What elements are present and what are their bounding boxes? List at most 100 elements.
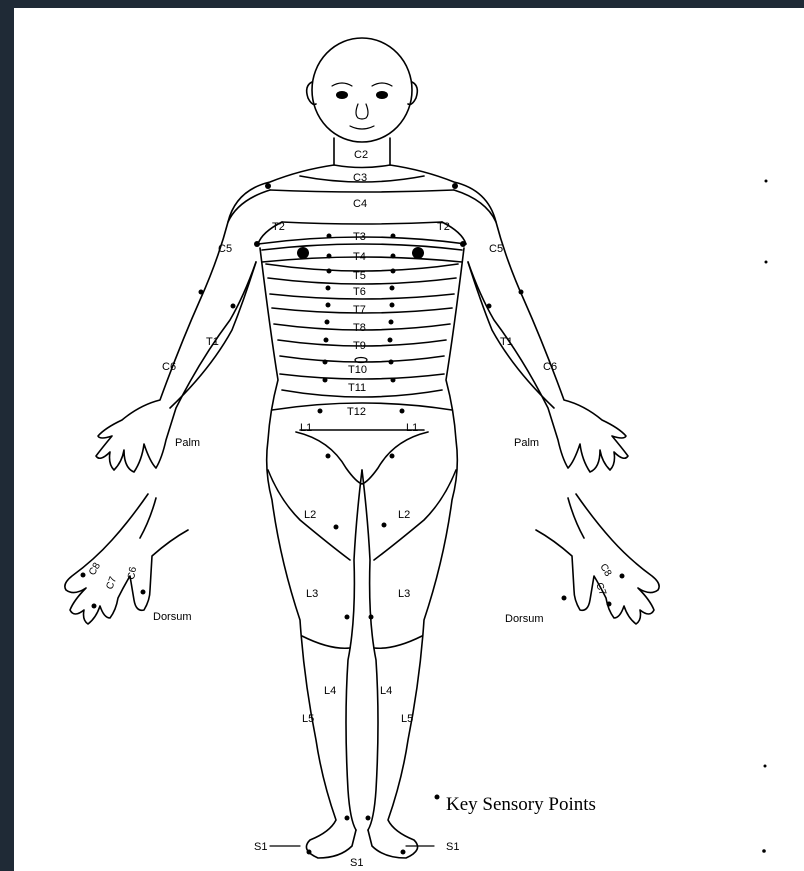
right-hand-dorsum [536,494,659,624]
label-c3: C3 [353,172,367,184]
label-t9: T9 [353,340,366,352]
sensory-point-dot [366,816,371,821]
label-c8-right: C8 [597,562,613,579]
legend: Key Sensory Points [435,794,596,815]
sensory-point-dot [401,850,406,855]
left-inner-leg [346,470,362,830]
label-t1-left: T1 [206,336,219,348]
label-c4: C4 [353,198,367,210]
sensory-point-dot [345,615,350,620]
sensory-point-dot [327,269,332,274]
sensory-point-dot [254,241,260,247]
label-l1-right: L1 [406,422,418,434]
label-t2-left: T2 [272,221,285,233]
sensory-point-dot [199,290,204,295]
sensory-point-dot [326,303,331,308]
label-c6-right: C6 [543,361,557,373]
sensory-point-dot [324,338,329,343]
label-t8: T8 [353,322,366,334]
face [332,83,392,129]
label-t1-right: T1 [500,336,513,348]
sensory-point-dot [325,320,330,325]
sensory-point-dot [327,254,332,259]
sensory-point-dot [345,816,350,821]
label-s1-right: S1 [446,841,459,853]
label-s1-center: S1 [350,857,363,869]
label-t5: T5 [353,270,366,282]
label-l1-left: L1 [300,422,312,434]
legend-text: Key Sensory Points [446,794,596,815]
sensory-point-dot [323,378,328,383]
label-t4: T4 [353,251,366,263]
sensory-point-dot [390,454,395,459]
left-hand-dorsum [65,494,188,624]
label-s1-left: S1 [254,841,267,853]
sensory-point-dot [265,183,271,189]
sensory-point-dot [562,596,567,601]
label-c7-right: C7 [593,581,608,597]
sensory-point-dot [326,454,331,459]
legend-dot [435,795,440,800]
sensory-point-dot [382,523,387,528]
label-l2-right: L2 [398,509,410,521]
label-l3-right: L3 [398,588,410,600]
sensory-point-dot [326,286,331,291]
sensory-point-dot [389,360,394,365]
sensory-point-dot [327,234,332,239]
label-t12: T12 [347,406,366,418]
label-c5-right: C5 [489,243,503,255]
right-arm-outline [390,165,628,472]
label-c2: C2 [354,149,368,161]
sensory-point-dot [620,574,625,579]
label-t3: T3 [353,231,366,243]
sensory-point-dot [391,378,396,383]
sensory-point-dot [369,615,374,620]
label-l5-left: L5 [302,713,314,725]
sensory-point-dot [460,241,466,247]
label-palm-left: Palm [175,437,200,449]
label-t11: T11 [348,382,366,394]
label-t10: T10 [348,364,367,376]
sensory-point-dot [391,254,396,259]
sensory-point-dot [412,247,424,259]
right-inner-arm [468,262,554,408]
label-l2-left: L2 [304,509,316,521]
left-arm-outline [96,165,334,472]
sensory-point-dot [607,602,612,607]
sensory-point-dot [390,286,395,291]
label-dorsum-right: Dorsum [505,613,544,625]
label-t7: T7 [353,304,366,316]
sensory-point-dot [92,604,97,609]
label-t2-right: T2 [437,221,450,233]
label-l5-right: L5 [401,713,413,725]
sensory-point-dot [400,409,405,414]
sensory-point-dot [452,183,458,189]
label-l3-left: L3 [306,588,318,600]
sensory-point-dot [297,247,309,259]
sensory-point-dot [307,850,312,855]
label-dorsum-left: Dorsum [153,611,192,623]
sensory-point-dot [388,338,393,343]
sensory-point-dot [389,320,394,325]
sensory-point-dot [519,290,524,295]
label-l4-right: L4 [380,685,392,697]
head [312,38,412,142]
label-c6-hand-left: C6 [126,566,139,581]
sensory-point-dot [334,525,339,530]
right-inner-leg [362,470,378,830]
label-t6: T6 [353,286,366,298]
sensory-point-dot [323,360,328,365]
label-c5-left: C5 [218,243,232,255]
sensory-point-dot [231,304,236,309]
sensory-point-dot [141,590,146,595]
sensory-point-dot [391,269,396,274]
label-c6-left: C6 [162,361,176,373]
label-palm-right: Palm [514,437,539,449]
label-c7-left: C7 [104,575,119,591]
sensory-point-dot [391,234,396,239]
left-inner-arm [170,262,256,408]
margin-specks [762,180,767,853]
sensory-point-dot [390,303,395,308]
sensory-point-dot [81,573,86,578]
